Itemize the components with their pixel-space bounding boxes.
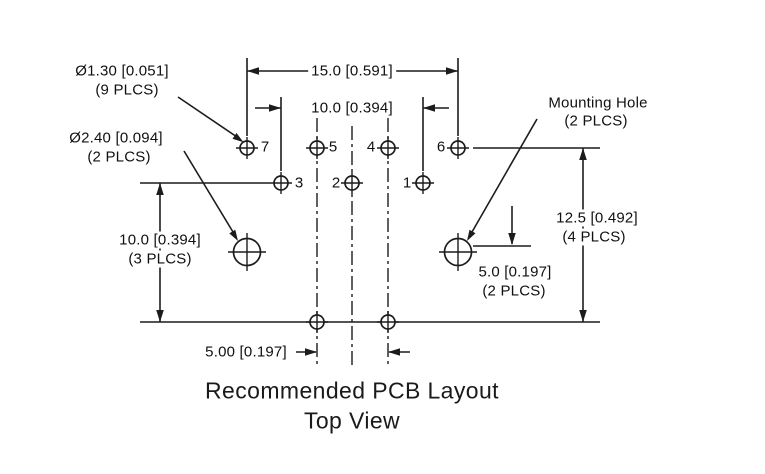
hole-bottom-right xyxy=(377,311,399,333)
mounting-hole-left xyxy=(228,233,266,271)
hole-1 xyxy=(412,172,434,194)
pad-holes xyxy=(228,137,477,333)
pin-label-7: 7 xyxy=(260,138,270,156)
leader-dia-small xyxy=(177,96,238,138)
arrow-10-left xyxy=(269,104,281,112)
arrow-right-dim-top xyxy=(579,148,587,160)
pin-label-5: 5 xyxy=(328,138,338,156)
hole-4 xyxy=(377,137,399,159)
arrow-15-left xyxy=(247,67,259,75)
arrow-right-dim-bottom xyxy=(579,310,587,322)
view-label: Top View xyxy=(303,407,401,434)
drawing-title: Recommended PCB Layout xyxy=(205,377,499,404)
dim-right-label-line2: (4 PLCS) xyxy=(559,228,629,246)
mounting-hole-right xyxy=(439,233,477,271)
dim-right-label-line1: 12.5 [0.492] xyxy=(553,209,641,227)
leader-mounting-hole xyxy=(471,118,538,233)
mounting-hole-label-line1: Mounting Hole xyxy=(548,94,648,112)
arrow-mount-dim xyxy=(508,233,516,245)
arrow-leader-mounting xyxy=(467,229,476,241)
arrow-10-right xyxy=(423,104,435,112)
dim-mount-label-line2: (2 PLCS) xyxy=(482,282,546,300)
arrow-bottom-dim-left xyxy=(305,348,317,356)
pin-label-3: 3 xyxy=(294,174,304,192)
mounting-hole-label-line2: (2 PLCS) xyxy=(564,112,628,130)
leader-dia-large xyxy=(183,150,234,233)
pin-label-2: 2 xyxy=(331,174,341,192)
hole-bottom-left xyxy=(306,311,328,333)
dim-10-top-label: 10.0 [0.394] xyxy=(308,99,396,117)
arrow-bottom-dim-right xyxy=(388,348,400,356)
hole-6 xyxy=(447,137,469,159)
hole-2 xyxy=(341,172,363,194)
dia-small-label-line2: (9 PLCS) xyxy=(95,81,159,99)
dim-left-label-line1: 10.0 [0.394] xyxy=(116,231,204,249)
dim-bottom-label: 5.00 [0.197] xyxy=(202,343,290,361)
arrow-leader-dia-small xyxy=(232,133,244,143)
pin-label-4: 4 xyxy=(366,138,376,156)
pin-label-6: 6 xyxy=(436,138,446,156)
hole-5 xyxy=(306,137,328,159)
dia-small-label-line1: Ø1.30 [0.051] xyxy=(75,62,169,80)
dim-left-label-line2: (3 PLCS) xyxy=(125,250,195,268)
center-lines xyxy=(316,118,389,368)
hole-3 xyxy=(270,172,292,194)
arrow-left-dim-bottom xyxy=(156,310,164,322)
dim-mount-label-line1: 5.0 [0.197] xyxy=(478,263,552,281)
arrow-15-right xyxy=(446,67,458,75)
dia-large-label-line1: Ø2.40 [0.094] xyxy=(69,129,163,147)
arrow-leader-dia-large xyxy=(229,229,238,241)
arrow-left-dim-top xyxy=(156,183,164,195)
dim-15-label: 15.0 [0.591] xyxy=(308,62,396,80)
leader-lines xyxy=(177,96,538,233)
hole-7 xyxy=(236,137,258,159)
dia-large-label-line2: (2 PLCS) xyxy=(87,148,151,166)
pin-label-1: 1 xyxy=(402,174,412,192)
arrowheads xyxy=(156,67,587,356)
